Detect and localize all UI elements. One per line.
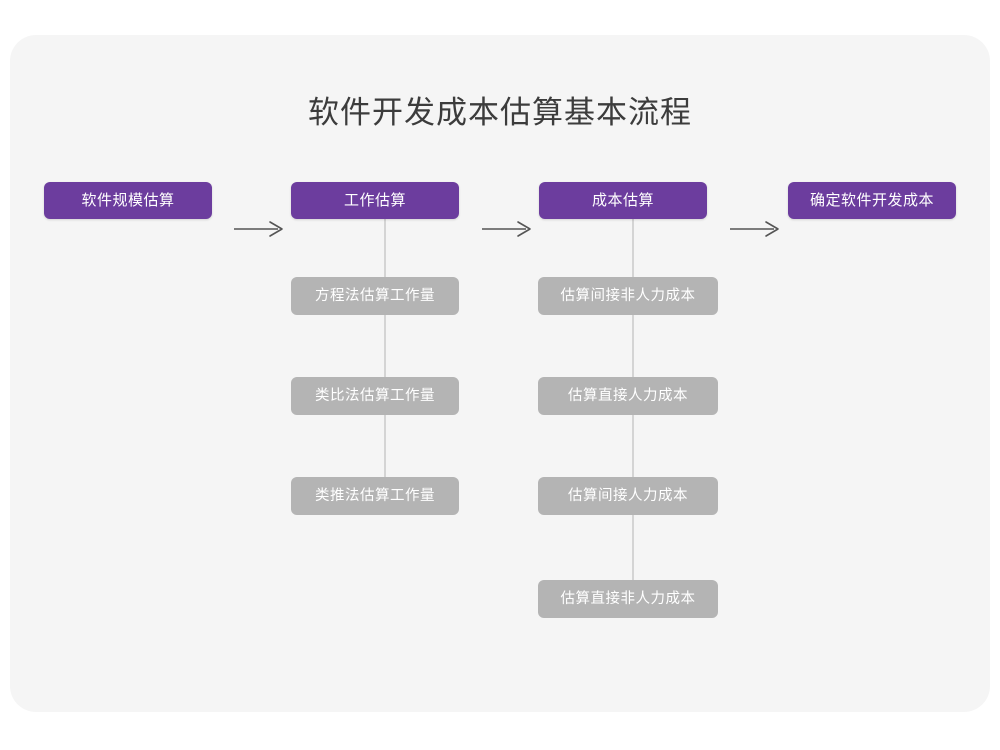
stage-box-3[interactable]: 成本估算 (539, 182, 707, 219)
substep-box-branch1-3[interactable]: 类推法估算工作量 (291, 477, 459, 515)
arrow-right-icon-3 (728, 218, 784, 240)
stage-box-1[interactable]: 软件规模估算 (44, 182, 212, 219)
substep-box-branch2-2[interactable]: 估算直接人力成本 (538, 377, 718, 415)
substep-box-branch2-3[interactable]: 估算间接人力成本 (538, 477, 718, 515)
page-title: 软件开发成本估算基本流程 (308, 95, 692, 130)
connector-line-branch-1 (384, 218, 386, 500)
stage-box-2[interactable]: 工作估算 (291, 182, 459, 219)
arrow-right-icon-2 (480, 218, 536, 240)
arrow-right-icon-1 (232, 218, 288, 240)
substep-box-branch1-1[interactable]: 方程法估算工作量 (291, 277, 459, 315)
substep-box-branch1-2[interactable]: 类比法估算工作量 (291, 377, 459, 415)
substep-box-branch2-4[interactable]: 估算直接非人力成本 (538, 580, 718, 618)
substep-box-branch2-1[interactable]: 估算间接非人力成本 (538, 277, 718, 315)
stage-box-4[interactable]: 确定软件开发成本 (788, 182, 956, 219)
diagram-card: 软件开发成本估算基本流程 软件规模估算 工作估算 成本估算 确定软件开发成本 方… (10, 35, 990, 712)
